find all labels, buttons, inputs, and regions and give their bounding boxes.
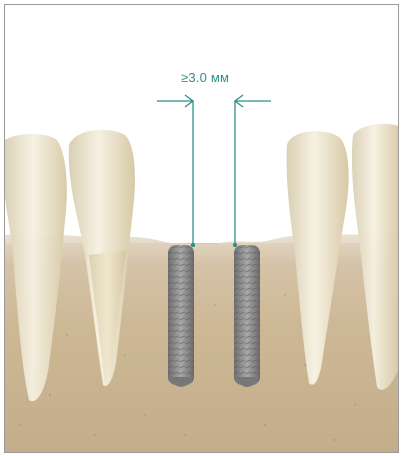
implant-spacing-diagram: ≥3.0 мм	[4, 4, 399, 453]
implant-left	[168, 245, 194, 387]
measure-point-left	[191, 243, 195, 247]
spacing-measure	[157, 95, 271, 245]
implant-right	[234, 245, 260, 387]
spacing-label: ≥3.0 мм	[181, 70, 229, 85]
measure-point-right	[233, 243, 237, 247]
jaw-bone	[5, 243, 399, 453]
